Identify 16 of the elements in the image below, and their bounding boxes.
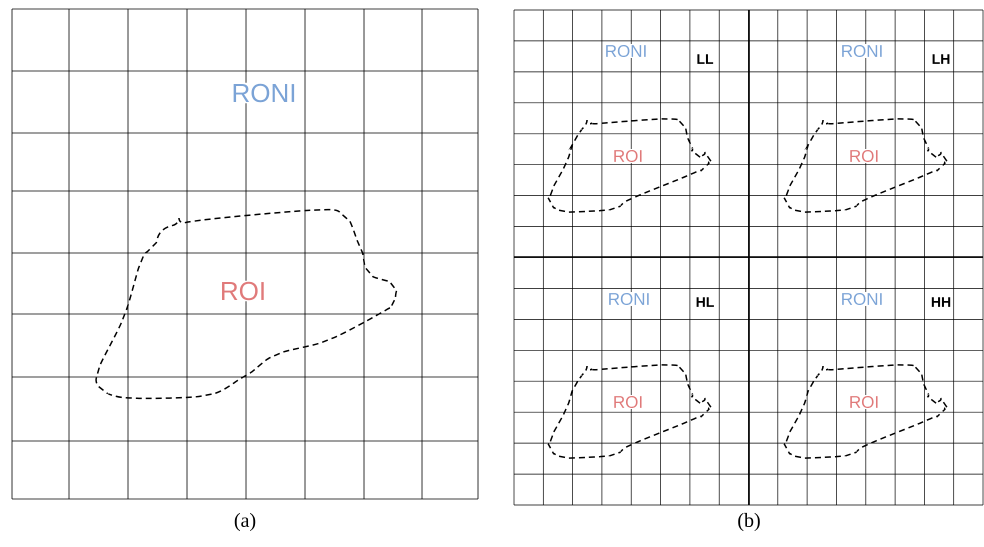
region-outline: ROI bbox=[783, 118, 948, 213]
region-outline: ROI bbox=[547, 118, 712, 213]
region-label: RONI bbox=[230, 82, 298, 104]
region-label: RONI bbox=[604, 44, 648, 58]
region-outline: ROI bbox=[95, 208, 398, 400]
subband-label: HH bbox=[930, 296, 952, 308]
panel-caption: (b) bbox=[736, 512, 762, 532]
region-outline: ROI bbox=[547, 364, 712, 459]
region-label: RONI bbox=[840, 292, 884, 306]
subband-label: HL bbox=[694, 296, 716, 308]
region-label: RONI bbox=[840, 44, 884, 58]
subband-label: LL bbox=[695, 53, 715, 65]
panel-caption: (a) bbox=[232, 512, 258, 532]
subband-label: LH bbox=[930, 53, 952, 65]
region-label: RONI bbox=[606, 292, 652, 306]
region-outline: ROI bbox=[783, 364, 948, 459]
